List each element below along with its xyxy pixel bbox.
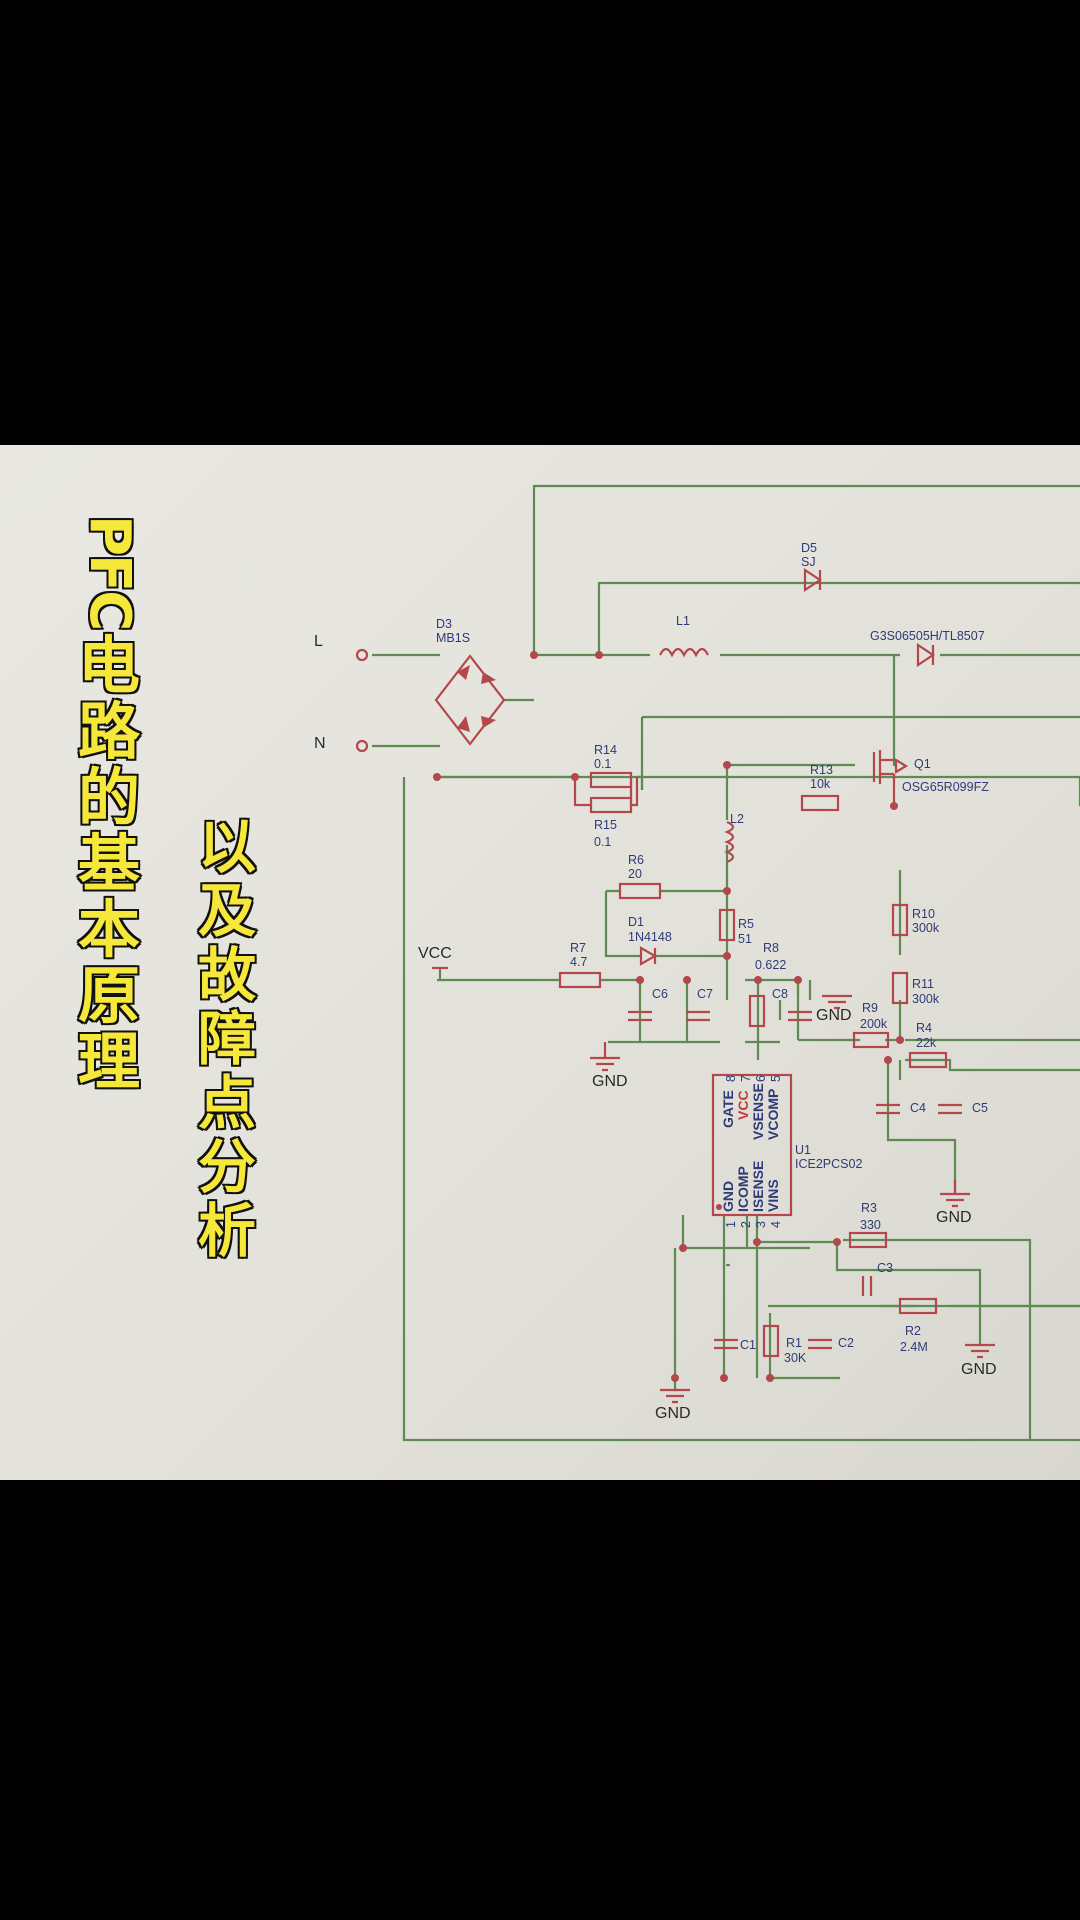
c4-ref: C4 xyxy=(910,1101,926,1115)
pin-num-3: 3 xyxy=(754,1221,768,1228)
pin-num-6: 6 xyxy=(754,1075,768,1082)
pin-isense-label: ISENSE xyxy=(750,1161,766,1212)
pfc-schematic: L N VCC D3 MB1S D5 SJ L1 G3S06505H/TL850… xyxy=(314,484,1080,1442)
title-main-char: 理 xyxy=(76,1025,141,1099)
c2-ref: C2 xyxy=(838,1336,854,1350)
pin-gate-label: GATE xyxy=(720,1090,736,1128)
r5-value: 51 xyxy=(738,932,752,946)
c1-ref: C1 xyxy=(740,1338,756,1352)
r14-ref: R14 xyxy=(594,743,617,757)
r15-ref: R15 xyxy=(594,818,617,832)
d5-ref: D5 xyxy=(801,541,817,555)
r11-ref: R11 xyxy=(912,977,934,991)
r3-value: 330 xyxy=(860,1218,881,1232)
r1-ref: R1 xyxy=(786,1336,802,1350)
r2-ref: R2 xyxy=(905,1324,921,1338)
c3-ref: C3 xyxy=(877,1261,893,1275)
title-sub: 以 及 故 障 点 分 析 xyxy=(196,813,257,1265)
d3-ref: D3 xyxy=(436,617,452,631)
l1-ref: L1 xyxy=(676,614,690,628)
title-main: PFC 电 路 的 基 本 原 理 xyxy=(76,513,144,1099)
pin-icomp-label: ICOMP xyxy=(735,1166,751,1212)
terminal-n-label: N xyxy=(314,735,326,752)
r2-value: 2.4M xyxy=(900,1340,928,1354)
title-main-char: 路 xyxy=(76,695,141,769)
pin-vcomp-label: VCOMP xyxy=(765,1089,781,1140)
pin-vsense-label: VSENSE xyxy=(750,1083,766,1140)
q1-ref: Q1 xyxy=(914,757,931,771)
c6-ref: C6 xyxy=(652,987,668,1001)
r7-value: 4.7 xyxy=(570,955,587,969)
schematic-photo: L N VCC D3 MB1S D5 SJ L1 G3S06505H/TL850… xyxy=(0,445,1080,1480)
r4-ref: R4 xyxy=(916,1021,932,1035)
gnd-label-1: GND xyxy=(816,1007,852,1024)
gnd-label-5: GND xyxy=(655,1405,691,1422)
r8-value: 0.622 xyxy=(755,958,786,972)
pin-gnd-label: GND xyxy=(720,1181,736,1212)
pin-num-2: 2 xyxy=(739,1221,753,1228)
c8-ref: C8 xyxy=(772,987,788,1001)
title-main-char: 原 xyxy=(76,959,141,1033)
r6-value: 20 xyxy=(628,867,642,881)
title-sub-char: 分 xyxy=(196,1133,257,1201)
pin-vcc-label: VCC xyxy=(735,1090,751,1120)
r5-ref: R5 xyxy=(738,917,754,931)
gnd-label-4: GND xyxy=(961,1361,997,1378)
r9-ref: R9 xyxy=(862,1001,878,1015)
pin1-marker xyxy=(716,1204,722,1210)
q1-value: OSG65R099FZ xyxy=(902,780,989,794)
r14-value: 0.1 xyxy=(594,757,611,771)
u1-ref: U1 xyxy=(795,1143,811,1157)
d5-value: SJ xyxy=(801,555,816,569)
r10-ref: R10 xyxy=(912,907,935,921)
title-main-char: 电 xyxy=(76,629,141,703)
r6-ref: R6 xyxy=(628,853,644,867)
pin-vins-label: VINS xyxy=(765,1179,781,1212)
r7-ref: R7 xyxy=(570,941,586,955)
title-main-char: 本 xyxy=(76,893,141,967)
d3-value: MB1S xyxy=(436,631,470,645)
r4-value: 22k xyxy=(916,1036,937,1050)
gnd-label-2: GND xyxy=(592,1073,628,1090)
title-main-char: 的 xyxy=(76,761,141,835)
title-sub-char: 析 xyxy=(196,1197,257,1265)
title-sub-char: 及 xyxy=(196,877,257,945)
c7-ref: C7 xyxy=(697,987,713,1001)
title-sub-char: 障 xyxy=(196,1005,257,1073)
r1-value: 30K xyxy=(784,1351,807,1365)
title-sub-char: 点 xyxy=(196,1069,257,1137)
r11-value: 300k xyxy=(912,992,940,1006)
r10-value: 300k xyxy=(912,921,940,935)
d1-value: 1N4148 xyxy=(628,930,672,944)
c5-ref: C5 xyxy=(972,1101,988,1115)
r15-value: 0.1 xyxy=(594,835,611,849)
r3-ref: R3 xyxy=(861,1201,877,1215)
d1-ref: D1 xyxy=(628,915,644,929)
pin-num-7: 7 xyxy=(739,1075,753,1082)
r13-ref: R13 xyxy=(810,763,833,777)
r13-value: 10k xyxy=(810,777,831,791)
r8-ref: R8 xyxy=(763,941,779,955)
title-sub-char: 故 xyxy=(196,941,257,1009)
title-sub-char: 以 xyxy=(196,813,257,881)
pin-num-5: 5 xyxy=(769,1075,783,1082)
terminal-l-label: L xyxy=(314,633,323,650)
pin-num-4: 4 xyxy=(769,1221,783,1228)
u1-value: ICE2PCS02 xyxy=(795,1157,862,1171)
title-main-char: 基 xyxy=(76,827,141,901)
l2-ref: L2 xyxy=(730,812,744,826)
vcc-label: VCC xyxy=(418,945,452,962)
r9-value: 200k xyxy=(860,1017,888,1031)
pin-num-8: 8 xyxy=(724,1075,738,1082)
pin-num-1: 1 xyxy=(724,1221,738,1228)
title-main-latin: PFC xyxy=(76,513,144,630)
gnd-label-3: GND xyxy=(936,1209,972,1226)
output-diode-value: G3S06505H/TL8507 xyxy=(870,629,985,643)
